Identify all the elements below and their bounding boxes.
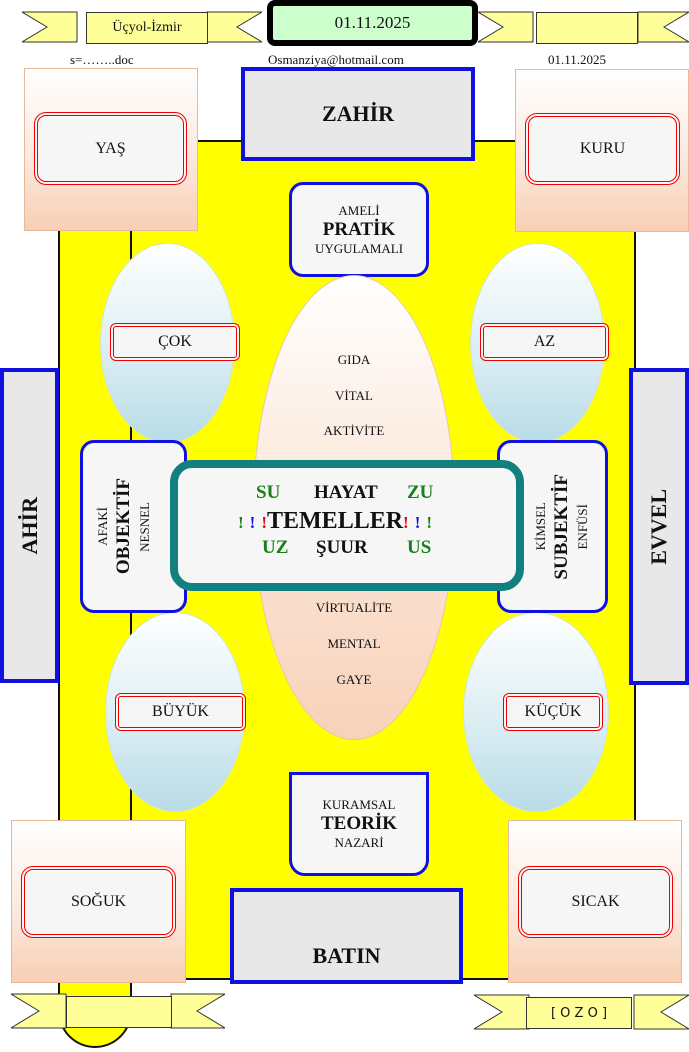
item-gida: GIDA	[337, 352, 371, 367]
label-buyuk: BÜYÜK	[115, 693, 246, 731]
ex-5: !	[414, 513, 421, 532]
pratik-small1: AMELİ	[338, 202, 380, 218]
ribbon-bottom-left	[11, 990, 225, 1032]
label-kucuk: KÜÇÜK	[503, 693, 603, 731]
item-gaye: GAYE	[336, 672, 372, 687]
ex-3: !	[261, 513, 268, 532]
batin-box: BATIN	[230, 888, 463, 984]
teorik-small2: NAZARİ	[334, 835, 384, 850]
ex-6: !	[426, 513, 433, 532]
item-aktivite: AKTİVİTE	[323, 423, 385, 438]
ozo-label: [ O Z O ]	[526, 997, 632, 1029]
word-zu: ZU	[407, 482, 434, 503]
subjektif-title: SUBJEKTİF	[551, 473, 572, 580]
ribbon-bottom-left-label	[66, 996, 172, 1028]
word-us: US	[407, 537, 432, 558]
pratik-small2: UYGULAMALI	[314, 240, 404, 256]
temeller-box: SU HAYAT ZU ! ! !TEMELLER! ! ! UZ ŞUUR U…	[170, 460, 524, 591]
location-label: Üçyol-İzmir	[86, 12, 208, 44]
file-name: s=……..doc	[70, 52, 134, 67]
objektif-box: AFAKİ OBJEKTİF NESNEL	[80, 440, 187, 613]
pratik-title: PRATİK	[322, 218, 396, 240]
evvel-label: EVVEL	[646, 488, 671, 565]
ex-4: !	[403, 513, 409, 532]
temeller-line: ! ! !TEMELLER! ! !	[238, 508, 432, 535]
label-cok: ÇOK	[110, 323, 240, 361]
pratik-box: AMELİ PRATİK UYGULAMALI	[289, 182, 429, 277]
ahir-label: AHİR	[16, 496, 42, 555]
subjektif-small2: ENFÜSİ	[575, 503, 590, 550]
label-yas: YAŞ	[34, 112, 187, 185]
ribbon-bottom-right: [ O Z O ]	[474, 993, 689, 1033]
word-uz: UZ	[262, 537, 289, 558]
item-vital: VİTAL	[335, 388, 373, 403]
ahir-box: AHİR	[0, 368, 59, 683]
ex-2: !	[249, 513, 256, 532]
zahir-box: ZAHİR	[241, 67, 475, 161]
word-su: SU	[256, 482, 281, 503]
label-soguk: SOĞUK	[21, 866, 176, 938]
label-az: AZ	[480, 323, 609, 361]
ribbon-left: Üçyol-İzmir	[22, 8, 262, 46]
temeller-title: TEMELLER	[267, 508, 404, 534]
teorik-title: TEORİK	[320, 813, 398, 834]
label-kuru: KURU	[525, 113, 680, 185]
item-virtualite: VİRTUALİTE	[315, 600, 393, 615]
email: Osmanziya@hotmail.com	[268, 52, 404, 67]
teorik-small1: KURAMSAL	[322, 797, 396, 812]
ribbon-right-label	[536, 12, 638, 44]
label-sicak: SICAK	[518, 866, 673, 938]
word-hayat: HAYAT	[314, 482, 378, 503]
evvel-box: EVVEL	[629, 368, 689, 685]
item-mental: MENTAL	[327, 636, 381, 651]
date-box: 01.11.2025	[267, 0, 478, 46]
ex-1: !	[238, 513, 244, 532]
ribbon-right	[478, 8, 689, 46]
objektif-small2: NESNEL	[137, 501, 152, 552]
date-right: 01.11.2025	[548, 52, 607, 67]
word-suur: ŞUUR	[316, 537, 368, 558]
objektif-small1: AFAKİ	[95, 507, 110, 546]
teorik-box: KURAMSAL TEORİK NAZARİ	[289, 772, 429, 876]
subjektif-small1: KİMSEL	[533, 502, 548, 551]
objektif-title: OBJEKTİF	[113, 478, 134, 575]
